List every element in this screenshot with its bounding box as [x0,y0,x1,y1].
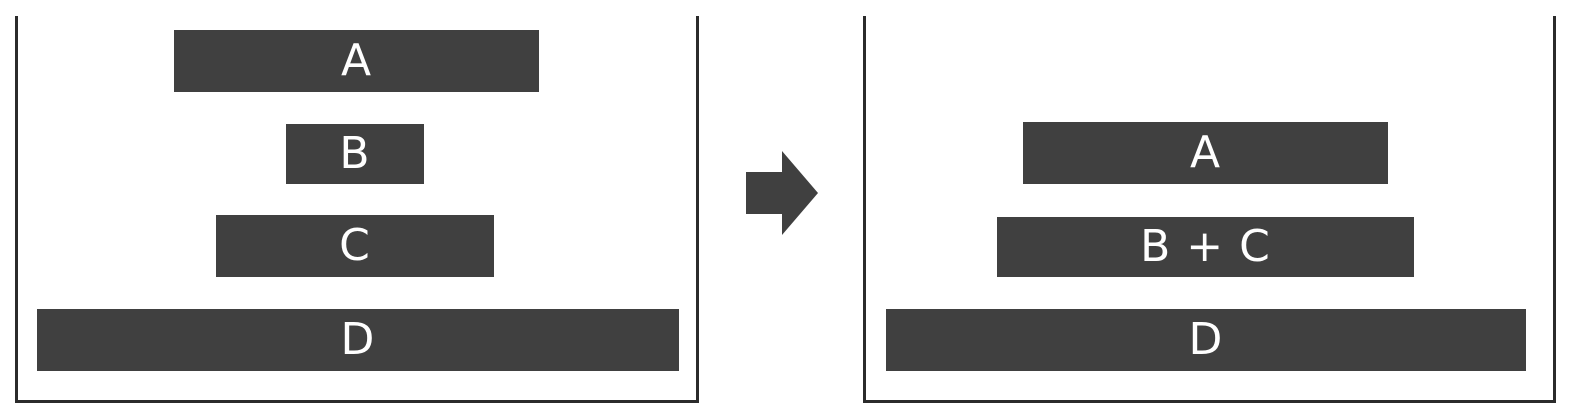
right-arrow-icon [746,151,818,235]
after-block-b-plus-c: B + C [997,217,1414,277]
before-block-c: C [216,215,494,277]
after-block-a: A [1023,122,1388,184]
after-block-d: D [886,309,1526,371]
before-block-d: D [37,309,679,371]
before-block-b: B [286,124,424,184]
before-block-a: A [174,30,539,92]
